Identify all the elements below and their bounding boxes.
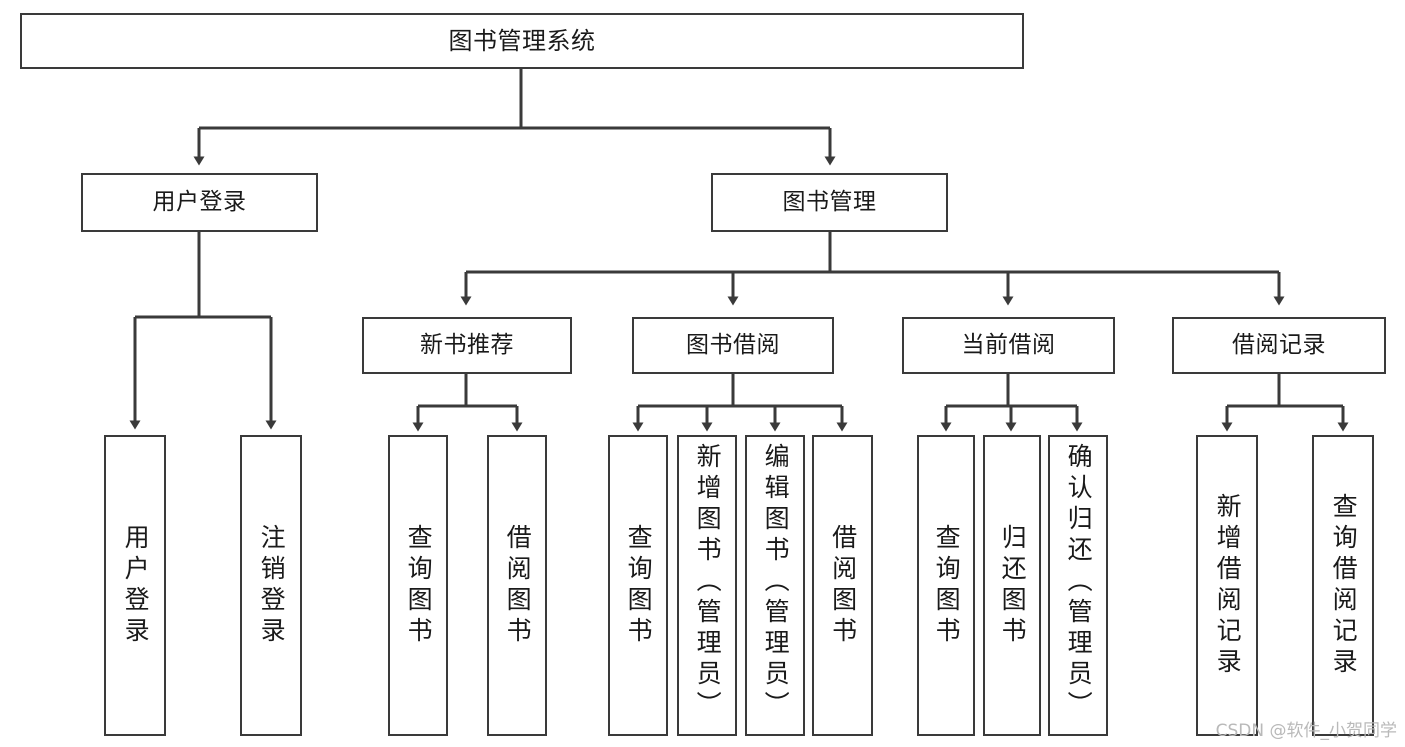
node-new-book-recommend[interactable]: 新书推荐	[362, 317, 572, 374]
node-user-login[interactable]: 用户登录	[81, 173, 318, 232]
node-label: 借阅记录	[1232, 332, 1326, 359]
leaf-borrow-borrow-book[interactable]: 借阅图书	[812, 435, 873, 736]
leaf-current-confirm-return-admin[interactable]: 确认归还（管理员）	[1048, 435, 1108, 736]
node-book-borrow[interactable]: 图书借阅	[632, 317, 834, 374]
node-label: 用户登录	[121, 523, 151, 648]
leaf-current-return-book[interactable]: 归还图书	[983, 435, 1041, 736]
node-label: 归还图书	[998, 523, 1028, 648]
node-label: 图书借阅	[686, 332, 780, 359]
node-label: 编辑图书（管理员）	[761, 443, 791, 722]
leaf-borrow-edit-book-admin[interactable]: 编辑图书（管理员）	[745, 435, 805, 736]
node-label: 当前借阅	[961, 332, 1056, 359]
leaf-recommend-borrow-book[interactable]: 借阅图书	[487, 435, 547, 736]
leaf-borrow-query-book[interactable]: 查询图书	[608, 435, 668, 736]
node-root-system[interactable]: 图书管理系统	[20, 13, 1024, 69]
node-borrow-record[interactable]: 借阅记录	[1172, 317, 1386, 374]
node-label: 确认归还（管理员）	[1064, 443, 1094, 722]
node-label: 借阅图书	[828, 523, 858, 648]
leaf-borrow-add-book-admin[interactable]: 新增图书（管理员）	[677, 435, 737, 736]
node-label: 注销登录	[257, 523, 287, 648]
node-label: 新书推荐	[420, 332, 514, 359]
leaf-current-query-book[interactable]: 查询图书	[917, 435, 975, 736]
node-label: 新增图书（管理员）	[693, 443, 723, 722]
node-label: 图书管理	[782, 189, 877, 216]
node-label: 查询借阅记录	[1329, 492, 1359, 679]
node-label: 新增借阅记录	[1213, 492, 1243, 679]
leaf-user-login[interactable]: 用户登录	[104, 435, 166, 736]
leaf-record-add-borrow-record[interactable]: 新增借阅记录	[1196, 435, 1258, 736]
node-label: 查询图书	[932, 523, 962, 648]
leaf-recommend-query-book[interactable]: 查询图书	[388, 435, 448, 736]
node-label: 查询图书	[624, 523, 654, 648]
node-current-borrow[interactable]: 当前借阅	[902, 317, 1115, 374]
node-label: 借阅图书	[503, 523, 533, 648]
node-label: 用户登录	[152, 189, 247, 216]
watermark-text: CSDN @软件_小贺同学	[1215, 721, 1397, 741]
leaf-user-logout[interactable]: 注销登录	[240, 435, 302, 736]
node-book-management[interactable]: 图书管理	[711, 173, 948, 232]
node-label: 查询图书	[404, 523, 434, 648]
node-label: 图书管理系统	[448, 27, 596, 55]
leaf-record-query-borrow-record[interactable]: 查询借阅记录	[1312, 435, 1374, 736]
